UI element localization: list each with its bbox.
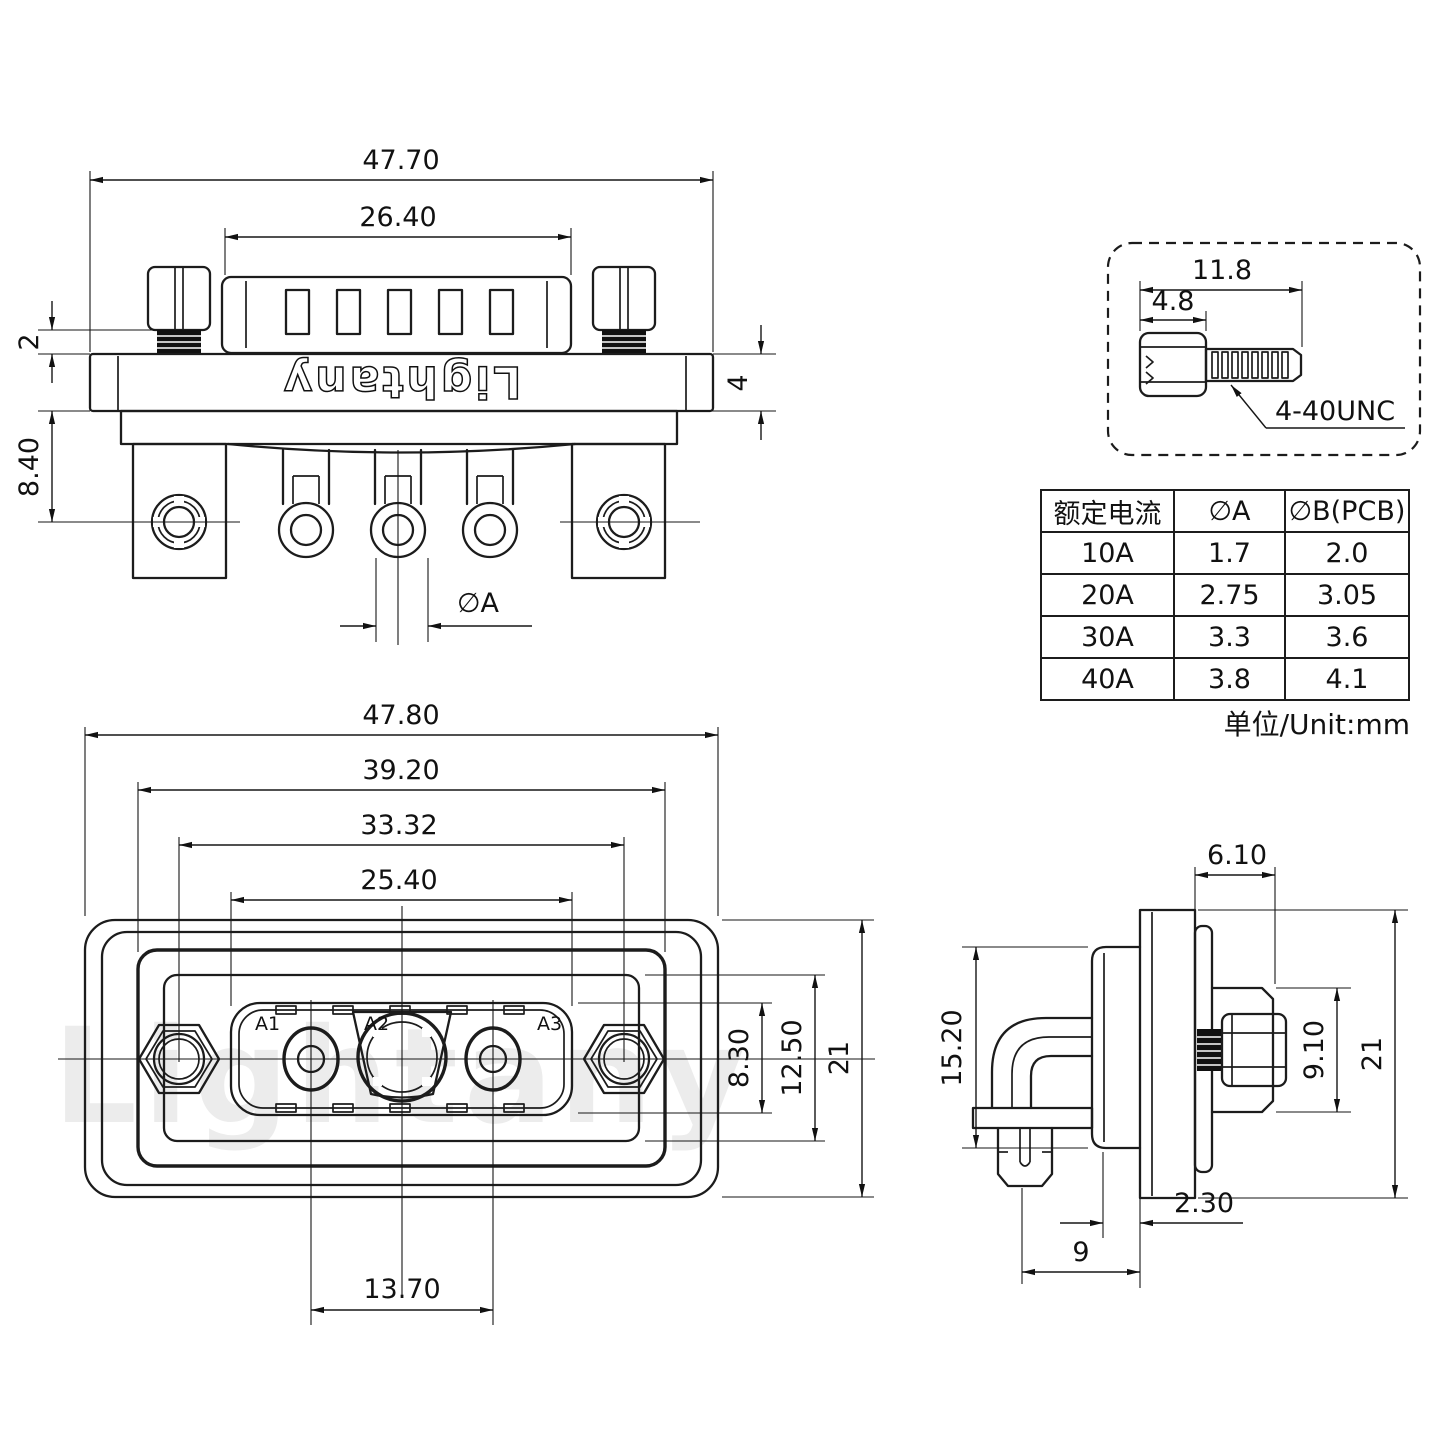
dim-face-body-height: 21 — [824, 1041, 855, 1075]
left-thumbscrew — [146, 265, 212, 354]
screw-head — [1138, 331, 1208, 398]
pin-label-a1: A1 — [255, 1013, 280, 1035]
current-rating-table: 额定电流 ∅A ∅B(PCB) 10A 1.7 2.0 20A 2.75 3.0… — [1040, 489, 1410, 701]
header-dia-a: ∅A — [1173, 489, 1286, 533]
side-view: 6.10 — [937, 840, 1408, 1288]
shroud-tabs — [275, 1005, 525, 1113]
rear-pin-a1 — [277, 448, 335, 559]
dim-face-hole-spacing: 33.32 — [360, 810, 437, 841]
dim-screw-head-length: 4.8 — [1152, 286, 1195, 317]
table-row: 30A 3.3 3.6 — [1040, 615, 1410, 659]
dim-side-boss-height: 9.10 — [1299, 1020, 1330, 1080]
dim-side-flange-height: 21 — [1357, 1037, 1388, 1071]
screw-thread — [1204, 347, 1303, 383]
dim-face-pocket-height: 8.30 — [724, 1028, 755, 1088]
dim-side-pin-setback: 9 — [1072, 1237, 1089, 1268]
side-boss — [1210, 986, 1275, 1114]
thread-spec-label: 4-40UNC — [1275, 396, 1395, 427]
side-elbow-pin — [971, 1016, 1094, 1188]
dim-screw-total-length: 11.8 — [1192, 255, 1252, 286]
dim-rear-bracket-depth: 8.40 — [14, 437, 45, 497]
pin-label-a2: A2 — [364, 1013, 389, 1035]
left-bracket — [131, 442, 228, 580]
cell-current: 20A — [1040, 573, 1175, 617]
dim-rear-flange-thickness: 4 — [723, 374, 754, 391]
dim-side-boss-length: 6.10 — [1207, 840, 1267, 871]
dim-face-shroud-width: 25.40 — [360, 865, 437, 896]
units-note: 单位/Unit:mm — [1223, 708, 1410, 741]
side-screw — [1197, 1012, 1288, 1088]
cell-dia-a: 1.7 — [1173, 531, 1286, 575]
table-row: 20A 2.75 3.05 — [1040, 573, 1410, 617]
right-bracket — [570, 442, 667, 580]
dim-face-body-width: 39.20 — [362, 755, 439, 786]
table-row: 40A 3.8 4.1 — [1040, 657, 1410, 701]
dim-face-pin-spacing: 13.70 — [363, 1274, 440, 1305]
dim-face-overall-width: 47.80 — [362, 700, 439, 731]
cell-dia-b: 2.0 — [1284, 531, 1410, 575]
dim-rear-overall-width: 47.70 — [362, 145, 439, 176]
cell-dia-a: 3.3 — [1173, 615, 1286, 659]
header-dia-b-pcb: ∅B(PCB) — [1284, 489, 1410, 533]
dim-side-panel-step: 2.30 — [1174, 1188, 1234, 1219]
engraved-brand: Lightany — [281, 356, 522, 407]
cell-dia-b: 3.05 — [1284, 573, 1410, 617]
side-shroud — [1090, 945, 1142, 1150]
header-rated-current: 额定电流 — [1040, 489, 1175, 533]
dim-rear-insert-width: 26.40 — [359, 202, 436, 233]
table-header-row: 额定电流 ∅A ∅B(PCB) — [1040, 489, 1410, 533]
rear-pin-a3 — [461, 448, 519, 559]
rear-view: 47.70 26.40 — [14, 145, 776, 645]
side-flange — [1138, 908, 1197, 1200]
pin-label-a3: A3 — [537, 1013, 562, 1035]
cell-dia-b: 3.6 — [1284, 615, 1410, 659]
screw-detail: 11.8 4.8 4-40UNC — [1106, 241, 1422, 457]
dim-face-shroud-height: 12.50 — [777, 1019, 808, 1096]
cell-dia-b: 4.1 — [1284, 657, 1410, 701]
cell-current: 10A — [1040, 531, 1175, 575]
table-row: 10A 1.7 2.0 — [1040, 531, 1410, 575]
face-view: 47.80 39.20 33.32 25.40 — [58, 700, 875, 1325]
cell-current: 40A — [1040, 657, 1175, 701]
rear-flange: Lightany — [88, 352, 715, 413]
cell-current: 30A — [1040, 615, 1175, 659]
rear-housing — [220, 275, 573, 355]
dim-rear-thread-exposed: 2 — [14, 333, 45, 350]
dim-rear-pin-diameter: ∅A — [457, 588, 500, 619]
cell-dia-a: 2.75 — [1173, 573, 1286, 617]
rear-shell-curve — [226, 442, 577, 454]
right-thumbscrew — [591, 265, 657, 354]
dim-side-shroud-height: 15.20 — [937, 1009, 968, 1086]
cell-dia-a: 3.8 — [1173, 657, 1286, 701]
rear-step — [119, 409, 679, 446]
